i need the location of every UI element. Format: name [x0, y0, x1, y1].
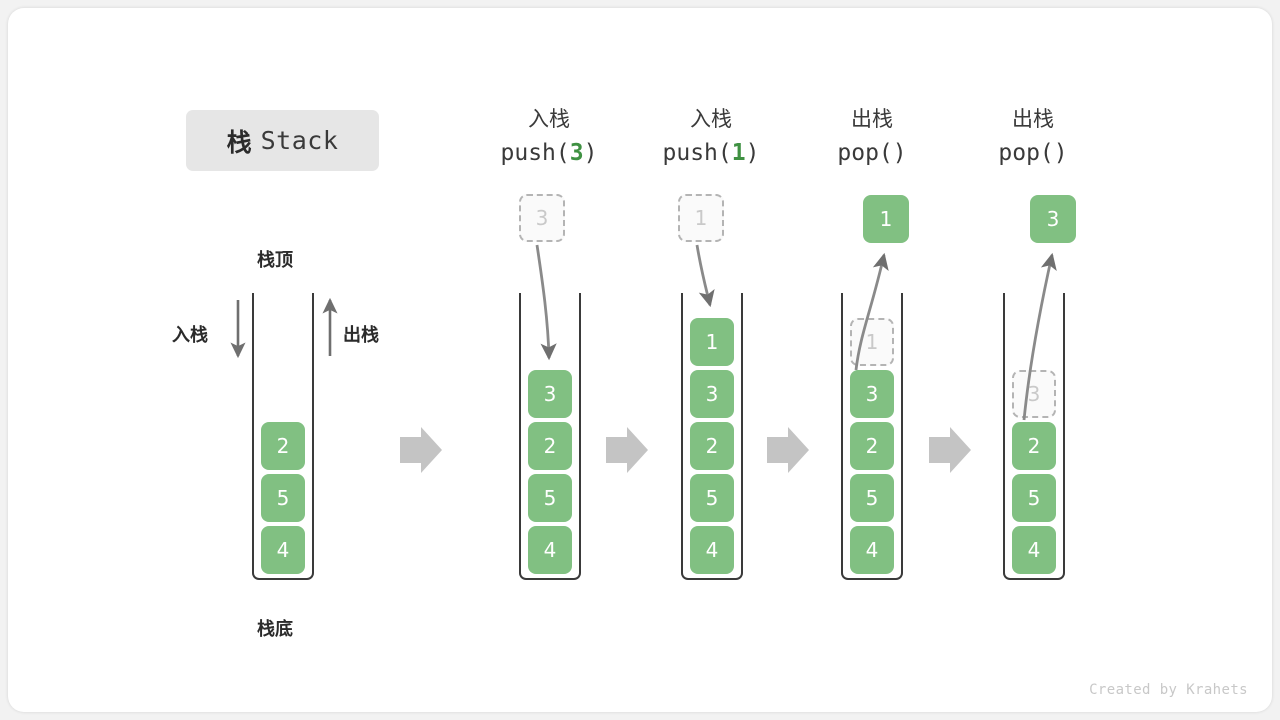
title-chinese: 栈: [226, 128, 252, 157]
op-label-code: pop(): [837, 139, 907, 166]
op-arg: 1: [731, 139, 746, 166]
op-label-cn: 入栈: [528, 108, 570, 131]
op-arg: 3: [569, 139, 584, 166]
op-label-code: push(3): [500, 139, 598, 166]
incoming-element-1: 1: [678, 194, 724, 242]
popped-element-3: 3: [1030, 195, 1076, 243]
op-label-code: push(1): [662, 139, 760, 166]
label-push-left: 入栈: [172, 325, 208, 345]
stack-cell: 2: [261, 422, 305, 470]
stack-cell-removed: 3: [1012, 370, 1056, 418]
stack-cell: 5: [690, 474, 734, 522]
credit-watermark: Created by Krahets: [1089, 682, 1248, 698]
stack-tube-pop-2: 3 2 5 4: [1003, 293, 1065, 580]
label-stack-top: 栈顶: [257, 250, 293, 270]
stack-cell: 3: [850, 370, 894, 418]
stack-cell: 4: [261, 526, 305, 574]
stack-cell: 4: [850, 526, 894, 574]
stack-cell: 5: [528, 474, 572, 522]
stack-cell: 4: [528, 526, 572, 574]
stack-cell: 5: [850, 474, 894, 522]
stack-cell: 5: [261, 474, 305, 522]
stack-cell: 3: [528, 370, 572, 418]
op-label-code: pop(): [998, 139, 1068, 166]
title-english: Stack: [260, 126, 339, 155]
label-pop-left: 出栈: [343, 325, 379, 345]
stack-cell: 4: [690, 526, 734, 574]
stack-cell: 1: [690, 318, 734, 366]
diagram-title-chip: 栈 Stack: [186, 110, 379, 171]
stack-cell: 2: [1012, 422, 1056, 470]
label-stack-bottom: 栈底: [257, 619, 293, 639]
column-header-pop-1: 出栈 pop(): [787, 106, 957, 168]
column-header-push-3: 入栈 push(3): [464, 106, 634, 168]
column-header-push-1: 入栈 push(1): [626, 106, 796, 168]
stack-cell-removed: 1: [850, 318, 894, 366]
op-label-cn: 出栈: [851, 108, 893, 131]
stack-tube-push-1: 1 3 2 5 4: [681, 293, 743, 580]
incoming-element-3: 3: [519, 194, 565, 242]
stack-tube-pop-1: 1 3 2 5 4: [841, 293, 903, 580]
column-header-pop-2: 出栈 pop(): [948, 106, 1118, 168]
popped-element-1: 1: [863, 195, 909, 243]
stack-cell: 2: [690, 422, 734, 470]
stack-tube-initial: 2 5 4: [252, 293, 314, 580]
stack-cell: 2: [850, 422, 894, 470]
stack-cell: 5: [1012, 474, 1056, 522]
stack-cell: 3: [690, 370, 734, 418]
op-label-cn: 入栈: [690, 108, 732, 131]
stack-cell: 2: [528, 422, 572, 470]
stack-cell: 4: [1012, 526, 1056, 574]
stack-tube-push-3: 3 2 5 4: [519, 293, 581, 580]
op-label-cn: 出栈: [1012, 108, 1054, 131]
